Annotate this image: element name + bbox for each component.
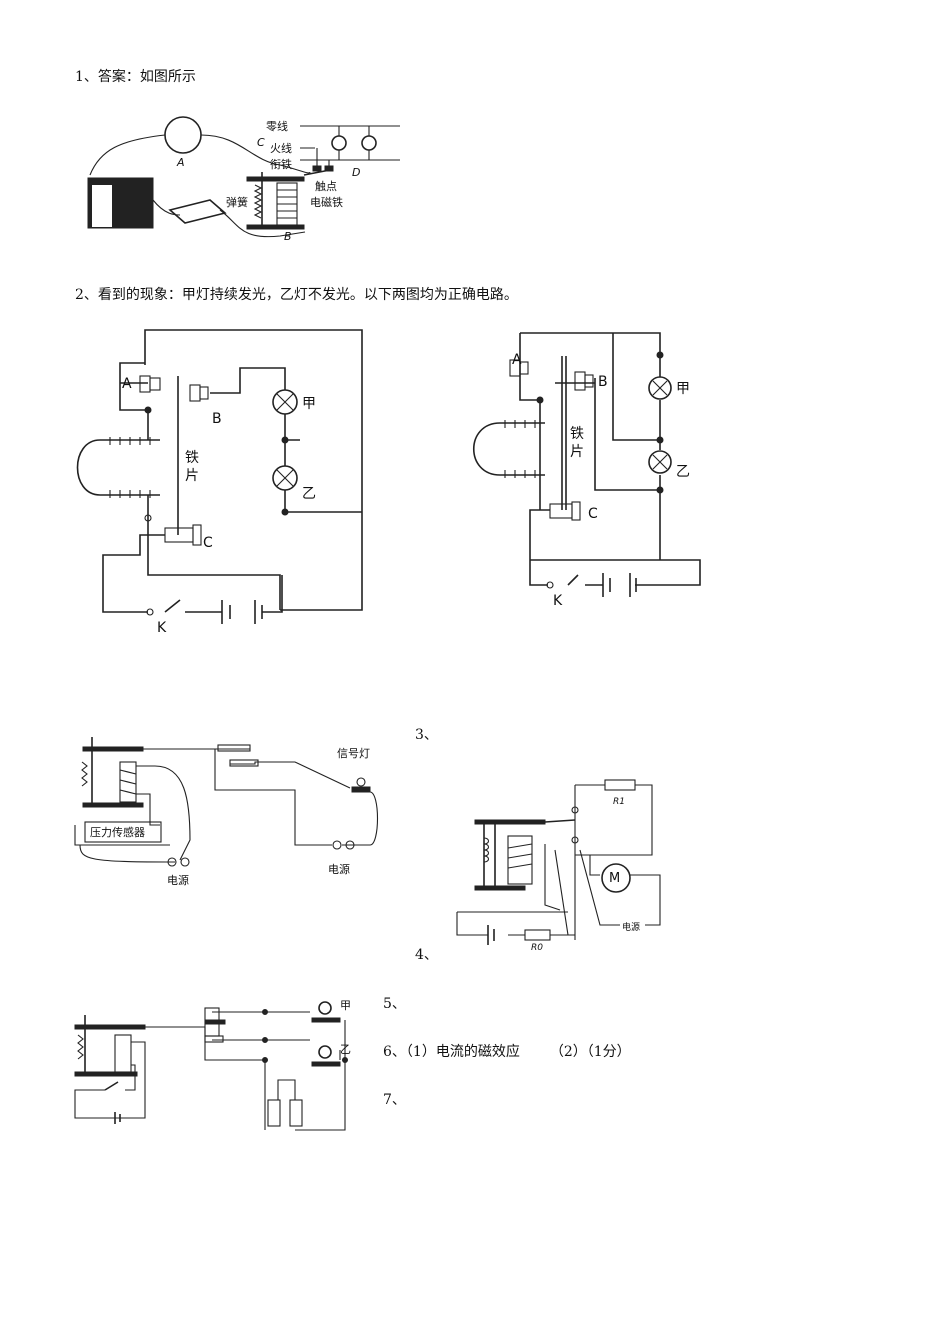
u-magnet-icon <box>472 422 545 476</box>
q2-answer-text: 2、看到的现象：甲灯持续发光，乙灯不发光。以下两图均为正确电路。 <box>75 287 518 303</box>
q1-ammeter-a <box>164 116 202 154</box>
label-b: B <box>284 230 292 243</box>
q7-number: 7、 <box>383 1092 406 1108</box>
label-jia: 甲 <box>340 999 351 1012</box>
q5-number: 5、 <box>383 996 406 1012</box>
label-c: C <box>257 136 265 149</box>
label-a: A <box>512 352 522 368</box>
label-pressure-sensor: 压力传感器 <box>90 826 145 839</box>
label-neutral-wire: 零线 <box>266 119 288 133</box>
switch-icon <box>168 199 227 224</box>
q5-circuit-diagram: 甲 乙 <box>74 999 351 1131</box>
q6-answer: 6、（1）电流的磁效应 （2）（1分） <box>383 1041 631 1061</box>
q1-answer-text: 1、答案：如图所示 <box>75 69 196 85</box>
lamp-icon <box>331 135 347 151</box>
q4-number: 4、 <box>415 947 438 963</box>
label-armature: 衔铁 <box>270 158 292 171</box>
label-c: C <box>588 506 598 522</box>
label-d: D <box>352 166 360 179</box>
label-live-wire: 火线 <box>270 141 292 155</box>
label-a: A <box>122 376 132 392</box>
label-b: B <box>212 411 222 427</box>
motor-icon <box>601 863 631 893</box>
switch-k-icon <box>146 608 154 616</box>
label-b: B <box>598 374 608 390</box>
label-piece: 片 <box>570 444 584 460</box>
q3-circuit-diagram: 信号灯 压力传感器 电源 电源 <box>74 737 378 887</box>
battery-cell-icon <box>267 1099 281 1127</box>
q6-number: 6、 <box>383 1044 406 1060</box>
label-jia: 甲 <box>676 381 690 397</box>
label-iron: 铁 <box>185 450 199 466</box>
label-k: K <box>157 620 167 636</box>
spring-icon <box>253 184 263 219</box>
label-contact: 触点 <box>315 179 337 193</box>
lamp-yi-icon <box>318 1045 332 1059</box>
label-spring: 弹簧 <box>226 195 248 209</box>
label-motor: M <box>609 871 620 886</box>
label-iron: 铁 <box>570 426 584 442</box>
label-r0: R0 <box>531 943 543 953</box>
label-k: K <box>553 593 563 609</box>
lamp-jia-icon <box>318 1001 332 1015</box>
q6-part1: （1）电流的磁效应 <box>405 1044 520 1060</box>
label-electromagnet: 电磁铁 <box>310 196 343 209</box>
q3-number: 3、 <box>415 727 438 743</box>
q4-circuit-diagram: M R1 R0 电源 <box>456 779 661 953</box>
label-power-source: 电源 <box>328 862 350 876</box>
pressure-sensor-box <box>84 821 162 843</box>
q6-part2: （2）（1分） <box>549 1044 631 1060</box>
lamp-icon <box>361 135 377 151</box>
battery-cell-icon <box>289 1099 303 1127</box>
label-c: C <box>203 535 213 551</box>
signal-lamp-icon <box>356 777 366 787</box>
label-a: A <box>176 156 185 169</box>
u-magnet-icon <box>76 439 160 496</box>
label-yi: 乙 <box>340 1043 351 1056</box>
label-r1: R1 <box>613 797 625 807</box>
q1-circuit-diagram: A C D B 零线 火线 衔铁 弹簧 触点 电磁铁 <box>87 116 400 243</box>
switch-icon <box>104 1081 119 1091</box>
label-signal-lamp: 信号灯 <box>337 747 370 760</box>
q2-circuit-diagram-left: A B C K 甲 乙 铁 片 <box>76 329 363 636</box>
label-jia: 甲 <box>302 396 316 412</box>
label-yi: 乙 <box>676 464 690 480</box>
switch-k-icon <box>546 581 554 589</box>
label-yi: 乙 <box>302 486 316 502</box>
label-power-source: 电源 <box>167 873 189 887</box>
label-piece: 片 <box>185 468 199 484</box>
label-power-source: 电源 <box>622 921 640 933</box>
q2-circuit-diagram-right: A B C K 甲 乙 铁 片 <box>472 332 701 609</box>
